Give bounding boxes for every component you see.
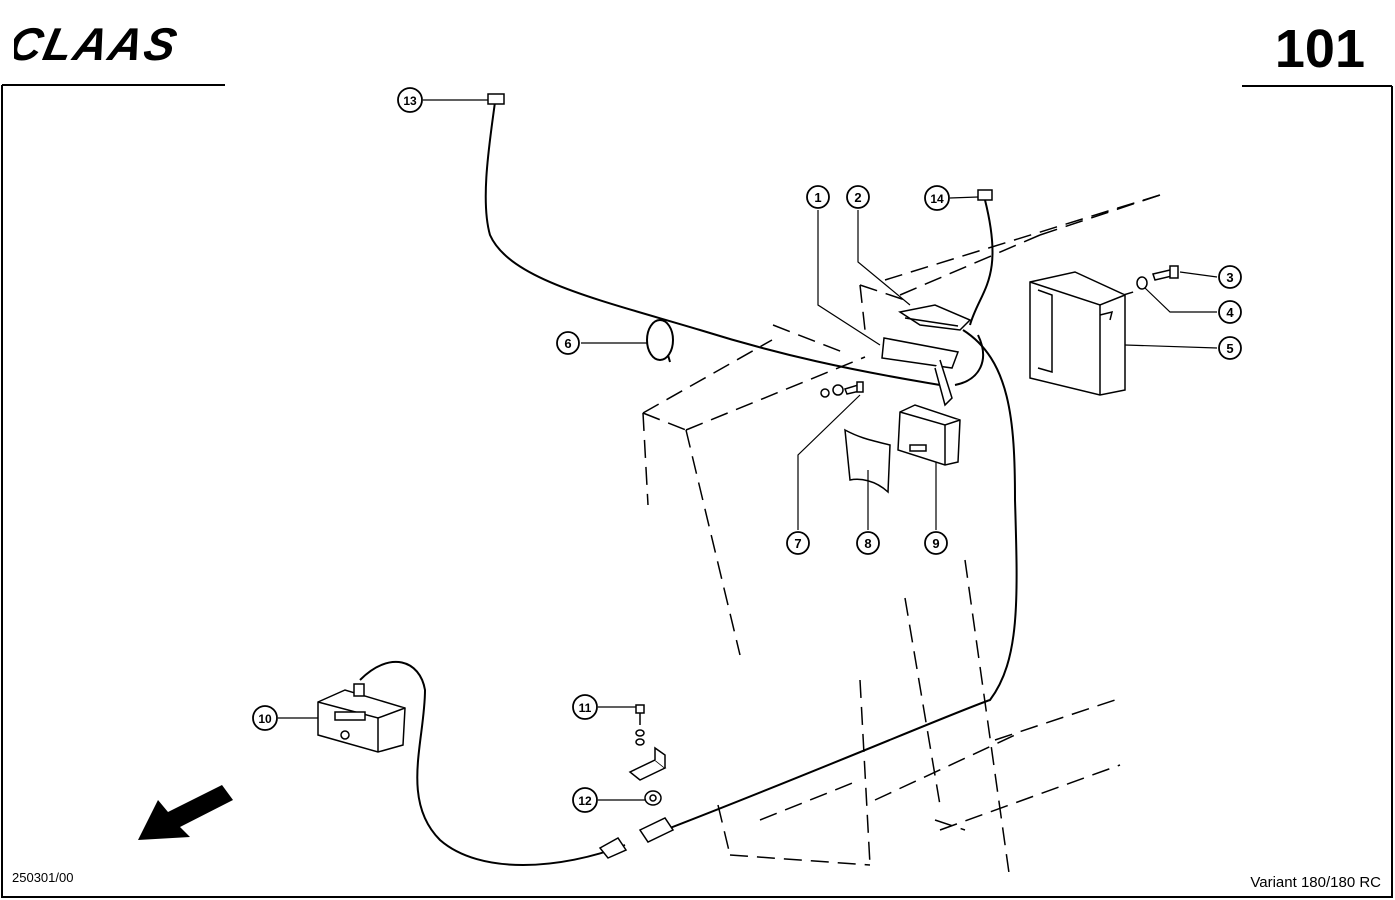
part-2-socket (898, 304, 972, 331)
callout-10: 10 (252, 705, 278, 731)
direction-arrow-icon (138, 785, 233, 840)
callout-4: 4 (1218, 300, 1242, 324)
callout-7: 7 (786, 531, 810, 555)
part-8-sheet (844, 428, 891, 494)
callout-label: 5 (1226, 341, 1233, 356)
callout-label: 4 (1226, 305, 1234, 320)
callout-8: 8 (856, 531, 880, 555)
callout-label: 3 (1226, 270, 1233, 285)
callout-label: 14 (930, 192, 944, 206)
plug-connector-pair (598, 817, 675, 859)
callout-14: 14 (924, 185, 950, 211)
callout-11: 11 (572, 694, 598, 720)
callout-label: 8 (864, 536, 871, 551)
part-6-clip (646, 319, 674, 363)
part-11-bolt (628, 704, 667, 781)
part-9-module (897, 404, 961, 466)
drawing-frame (1, 84, 1393, 898)
callout-13: 13 (397, 87, 423, 113)
part-5-cover-box (1029, 271, 1126, 396)
callout-label: 9 (932, 536, 939, 551)
claas-logo: CLAAS (14, 22, 183, 66)
callout-label: 12 (578, 794, 592, 808)
callout-label: 2 (854, 190, 861, 205)
part-12-grommet (644, 790, 662, 806)
document-reference: 250301/00 (12, 870, 74, 885)
part-4-washer (1136, 276, 1148, 290)
callout-label: 7 (794, 536, 801, 551)
part-3-bolt (1152, 265, 1179, 281)
part-10-switch-box (317, 683, 406, 753)
connector-14 (977, 189, 993, 201)
callout-markers: 1 2 3 4 5 6 7 8 9 10 11 12 13 14 (252, 87, 1242, 813)
main-wiring-harness (359, 101, 1018, 866)
callout-label: 1 (814, 190, 821, 205)
part-7-screw (820, 381, 864, 398)
callout-3: 3 (1218, 265, 1242, 289)
callout-5: 5 (1218, 336, 1242, 360)
callout-6: 6 (556, 331, 580, 355)
machine-outline-dashed (642, 194, 1161, 881)
callout-label: 11 (579, 701, 592, 715)
part-1-bracket (881, 337, 960, 407)
model-designation: Variant 180/180 RC (1250, 874, 1381, 891)
brand-logo-text: CLAAS (14, 22, 183, 66)
page-number: 101 (1274, 19, 1365, 79)
callout-12: 12 (572, 787, 598, 813)
callout-1: 1 (806, 185, 830, 209)
connector-13 (487, 93, 505, 105)
callout-label: 10 (258, 712, 272, 726)
callout-2: 2 (846, 185, 870, 209)
callout-9: 9 (924, 531, 948, 555)
callout-label: 6 (564, 336, 571, 351)
callout-label: 13 (403, 94, 417, 108)
leader-lines (278, 99, 1218, 801)
